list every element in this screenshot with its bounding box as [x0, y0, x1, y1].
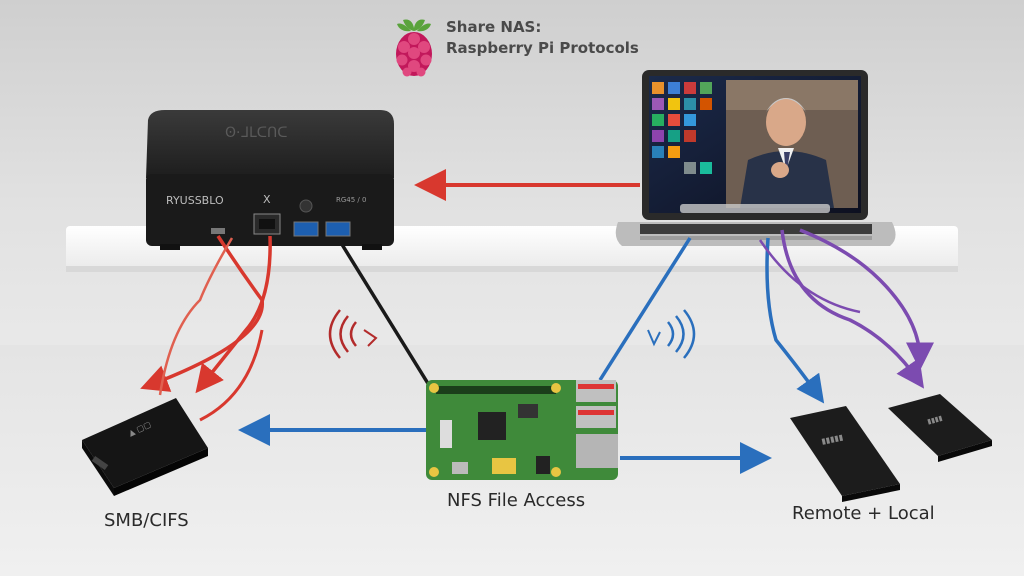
red-cable-4 [199, 329, 264, 422]
local-drive: ▮▮▮▮ [888, 394, 992, 462]
purple-cable-1 [780, 229, 925, 389]
wifi-signal-left-icon [328, 309, 378, 359]
nas-power-port [211, 228, 225, 234]
smb-drive: ▲ ▢▢ [82, 398, 208, 496]
app-icon-grid [652, 82, 712, 174]
purple-cable-3 [758, 239, 861, 314]
pi-ethernet-port [576, 434, 618, 468]
red-cable-2 [158, 237, 234, 396]
pi-usb-port-2 [576, 406, 616, 428]
nas-usb-port-2 [325, 221, 351, 237]
red-cable-1 [140, 235, 264, 392]
video-call-window [726, 80, 858, 208]
nas-port-text: RG45 / 0 [336, 196, 366, 204]
diagram-title: Share NAS: Raspberry Pi Protocols [446, 17, 639, 59]
raspberry-pi-logo-icon [396, 19, 432, 77]
nas-box: Ꙩ·ᒧᒪᑕᑎᑕ RYUSSBLO X RG45 / 0 [146, 110, 394, 250]
laptop-keyboard [640, 224, 872, 234]
pi-cpu-chip [478, 412, 506, 440]
laptop [615, 70, 896, 246]
nas-brand-text: RYUSSBLO [166, 194, 224, 207]
blue-cable-laptop-pi [598, 237, 692, 381]
purple-cable-2 [799, 228, 934, 371]
wifi-signal-right-icon [647, 309, 696, 359]
local-drive-logo: ▮▮▮▮ [926, 414, 943, 426]
title-line-2: Raspberry Pi Protocols [446, 39, 639, 57]
black-usb-cable [336, 237, 434, 391]
remote-drive-logo: ▮▮▮▮▮ [821, 433, 844, 446]
blue-cable-laptop-remote [765, 237, 825, 404]
pi-usb-port-1 [576, 380, 616, 402]
remote-local-label: Remote + Local [792, 503, 935, 524]
remote-drive: ▮▮▮▮▮ [790, 406, 900, 502]
connections [140, 169, 934, 474]
red-cable-3 [195, 235, 272, 394]
nfs-label: NFS File Access [447, 490, 586, 511]
smb-cifs-label: SMB/CIFS [104, 510, 189, 531]
nas-panel-mark: X [263, 193, 271, 206]
raspberry-pi-board [426, 380, 618, 480]
nas-top-logo: Ꙩ·ᒧᒪᑕᑎᑕ [225, 125, 288, 141]
dock [680, 204, 830, 213]
nas-usb-port-1 [293, 221, 319, 237]
title-line-1: Share NAS: [446, 18, 542, 36]
